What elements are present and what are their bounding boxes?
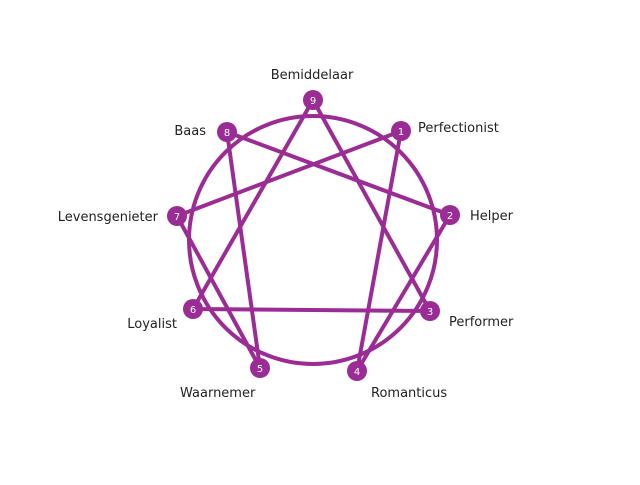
point-3: 3 [420, 301, 440, 321]
point-7: 7 [167, 206, 187, 226]
svg-text:1: 1 [398, 127, 404, 138]
svg-text:9: 9 [310, 96, 316, 107]
label-loyalist: Loyalist [127, 317, 177, 332]
svg-text:7: 7 [174, 212, 180, 223]
svg-text:2: 2 [447, 211, 453, 222]
point-5: 5 [250, 358, 270, 378]
label-baas: Baas [174, 124, 206, 139]
point-1: 1 [391, 121, 411, 141]
svg-text:5: 5 [257, 364, 263, 375]
point-2: 2 [440, 205, 460, 225]
label-helper: Helper [470, 209, 514, 224]
point-6: 6 [183, 299, 203, 319]
label-romanticus: Romanticus [371, 386, 447, 401]
point-9: 9 [303, 90, 323, 110]
label-performer: Performer [449, 315, 514, 330]
point-4: 4 [347, 361, 367, 381]
label-bemiddelaar: Bemiddelaar [271, 68, 354, 83]
enneagram-circle [187, 114, 439, 366]
hexad-line-1-4-2-8-5-7 [174, 128, 453, 373]
svg-text:3: 3 [427, 307, 433, 318]
svg-text:6: 6 [190, 305, 196, 316]
label-waarnemer: Waarnemer [180, 386, 256, 401]
label-perfectionist: Perfectionist [418, 121, 499, 136]
label-levensgenieter: Levensgenieter [58, 210, 159, 225]
svg-text:8: 8 [224, 128, 230, 139]
point-8: 8 [217, 122, 237, 142]
triangle-line-9-3-6 [189, 99, 434, 314]
svg-text:4: 4 [354, 367, 360, 378]
